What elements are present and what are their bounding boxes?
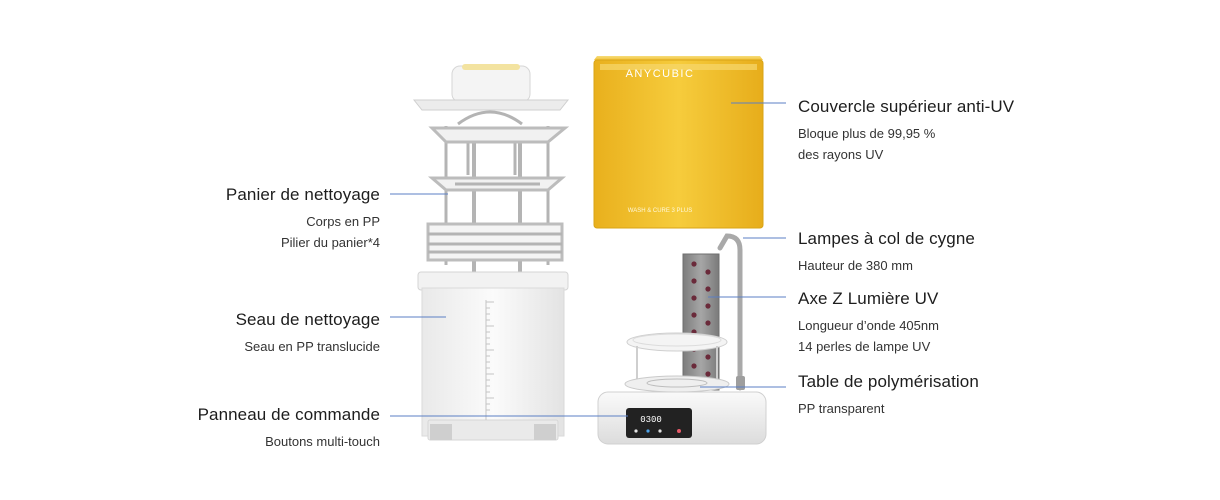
callout-title: Lampes à col de cygne [798,229,975,248]
callout-title: Axe Z Lumière UV [798,289,939,308]
callout-detail: Boutons multi-touch [265,434,380,450]
anti-uv-cover: ANYCUBIC WASH & CURE 3 PLUS [593,56,764,229]
callout-title: Panier de nettoyage [225,185,380,204]
cleaning-basket [426,110,570,275]
curing-table [624,332,730,393]
z-axis-uv-light [682,253,720,391]
uv-bead [691,363,697,369]
display-readout: 0300 [640,415,662,425]
callout-cleaning-bucket: Seau de nettoyage Seau en PP translucide [236,309,380,357]
callout-title: Seau de nettoyage [235,310,380,329]
callout-title: Panneau de commande [197,405,380,424]
callout-curing-table: Table de polymérisation PP transparent [798,371,979,419]
gooseneck-lamp [717,233,745,391]
device-base: 0300 [597,391,767,445]
uv-bead [705,354,711,360]
callout-detail: des rayons UV [798,147,884,163]
uv-bead [691,295,697,301]
callout-cleaning-basket: Panier de nettoyage Corps en PP Pilier d… [226,184,380,253]
callout-detail: Pilier du panier*4 [280,235,380,251]
uv-bead [705,269,711,275]
cleaning-bucket [417,271,569,441]
cover-print: WASH & CURE 3 PLUS [628,208,692,214]
callout-detail: Corps en PP [306,214,380,230]
uv-bead [705,303,711,309]
uv-bead [705,371,711,377]
callout-detail: PP transparent [798,401,885,417]
leader-lines [390,102,786,417]
callout-detail: Longueur d’onde 405nm [798,318,939,334]
uv-bead [705,320,711,326]
callout-detail: Bloque plus de 99,95 % [798,126,936,142]
uv-bead [705,286,711,292]
callout-title: Couvercle supérieur anti-UV [798,97,1015,116]
callout-detail: 14 perles de lampe UV [798,339,931,355]
uv-bead [691,278,697,284]
callout-detail: Hauteur de 380 mm [798,258,913,274]
basket-lid [412,64,570,111]
callout-control-panel: Panneau de commande Boutons multi-touch [198,404,380,452]
uv-bead [691,261,697,267]
uv-bead [691,312,697,318]
callout-gooseneck-lamps: Lampes à col de cygne Hauteur de 380 mm [798,228,975,276]
callout-anti-uv-cover: Couvercle supérieur anti-UV Bloque plus … [798,96,1014,165]
callout-title: Table de polymérisation [798,372,979,391]
callout-detail: Seau en PP translucide [244,339,380,355]
callout-z-axis-uv: Axe Z Lumière UV Longueur d’onde 405nm 1… [798,288,939,357]
cover-logo: ANYCUBIC [626,68,695,80]
